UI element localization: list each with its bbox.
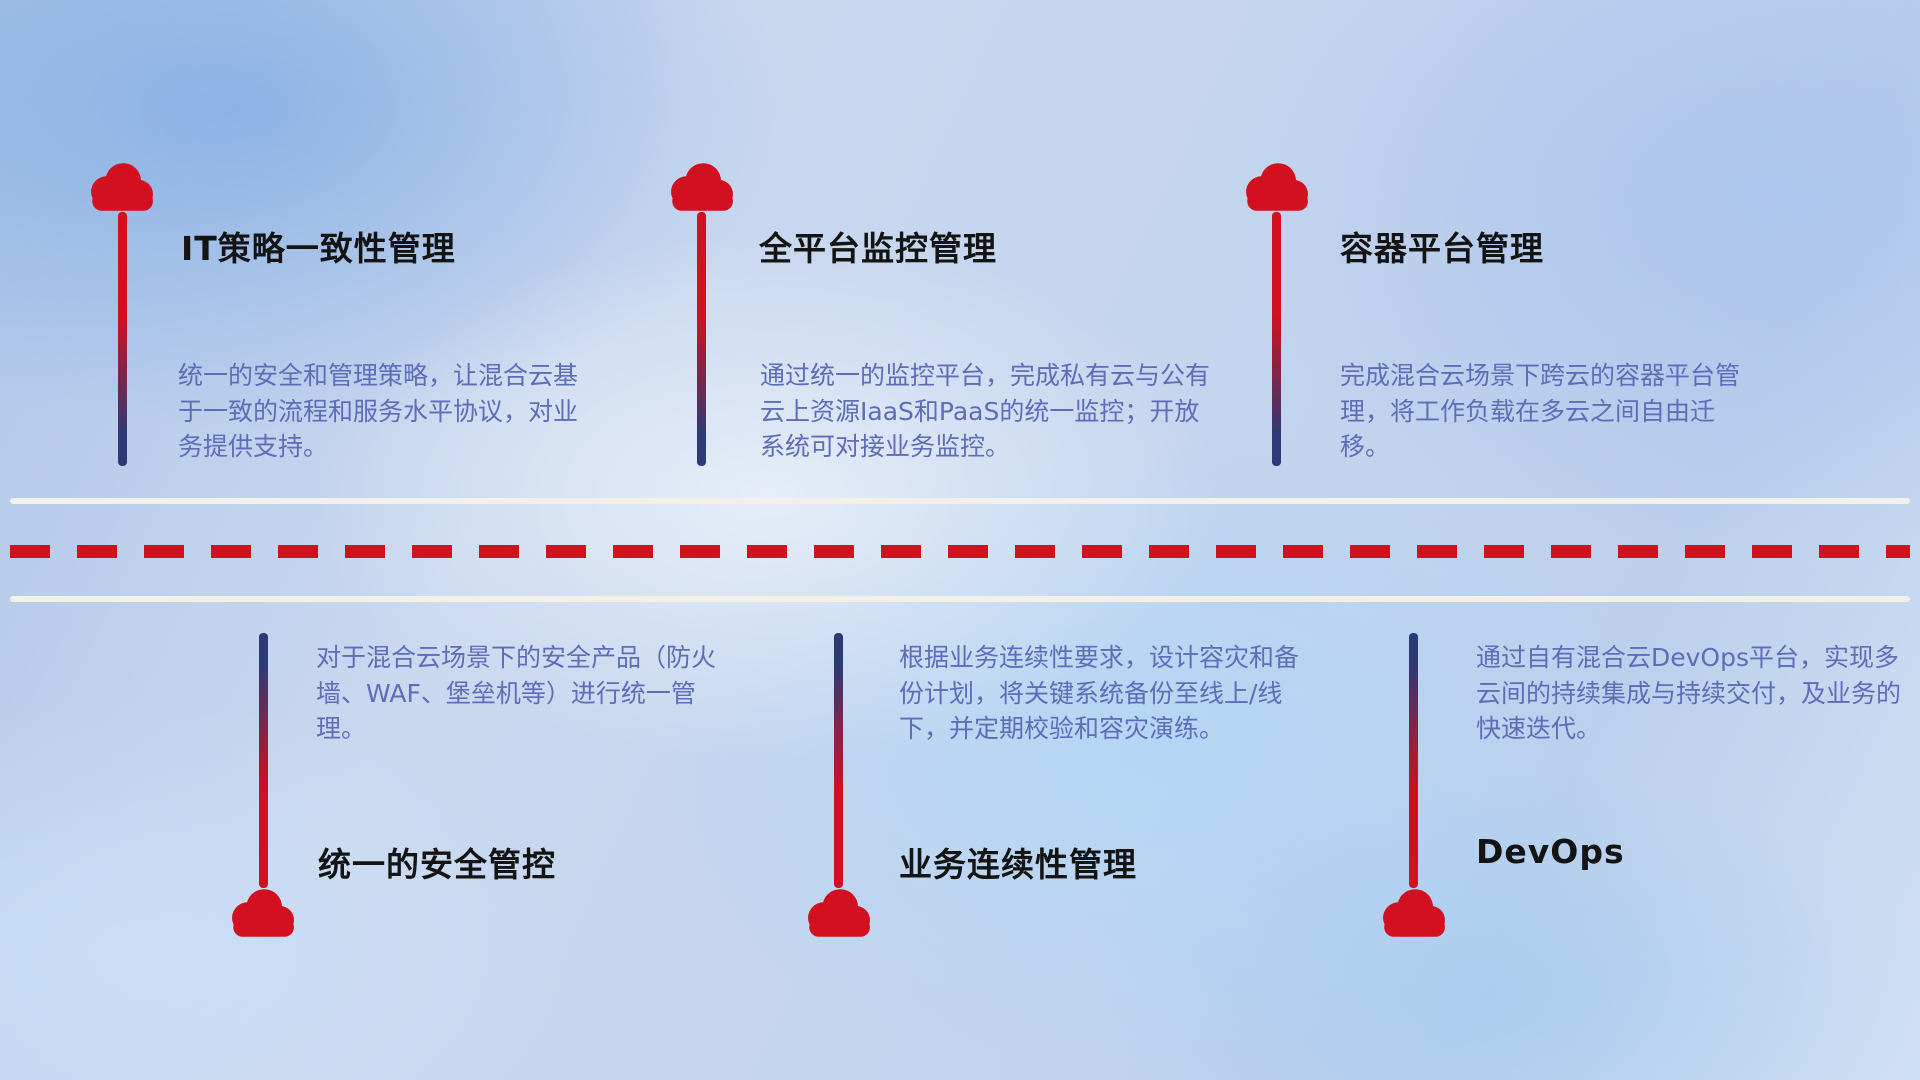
road-center-dashed-line [10,545,1910,558]
connector-line [1409,633,1418,888]
item-description: 根据业务连续性要求，设计容灾和备份计划，将关键系统备份至线上/线下，并定期校验和… [899,643,1300,743]
connector-line [697,212,706,466]
connector-line [259,633,268,888]
cloud-icon [232,889,294,937]
item-title: IT策略一致性管理 [181,229,456,268]
cloud-icon [808,889,870,937]
cloud-icon [1246,163,1308,211]
connector-line [834,633,843,888]
cloud-icon [671,163,733,211]
item-title: DevOps [1476,832,1625,871]
item-description: 统一的安全和管理策略，让混合云基于一致的流程和服务水平协议，对业务提供支持。 [178,361,579,461]
cloud-icon [1383,889,1445,937]
item-description: 完成混合云场景下跨云的容器平台管理，将工作负载在多云之间自由迁移。 [1340,361,1741,461]
item-title: 业务连续性管理 [899,845,1137,884]
item-title: 统一的安全管控 [318,845,556,884]
item-title: 全平台监控管理 [759,229,997,268]
connector-line [118,212,127,466]
connector-line [1272,212,1281,466]
road-edge-bottom [10,596,1910,602]
item-description: 对于混合云场景下的安全产品（防火墙、WAF、堡垒机等）进行统一管理。 [316,643,717,743]
item-description: 通过统一的监控平台，完成私有云与公有云上资源IaaS和PaaS的统一监控；开放系… [760,361,1211,461]
cloud-icon [91,163,153,211]
item-description: 通过自有混合云DevOps平台，实现多云间的持续集成与持续交付，及业务的快速迭代… [1476,643,1902,743]
road-edge-top [10,498,1910,504]
item-title: 容器平台管理 [1340,229,1544,268]
